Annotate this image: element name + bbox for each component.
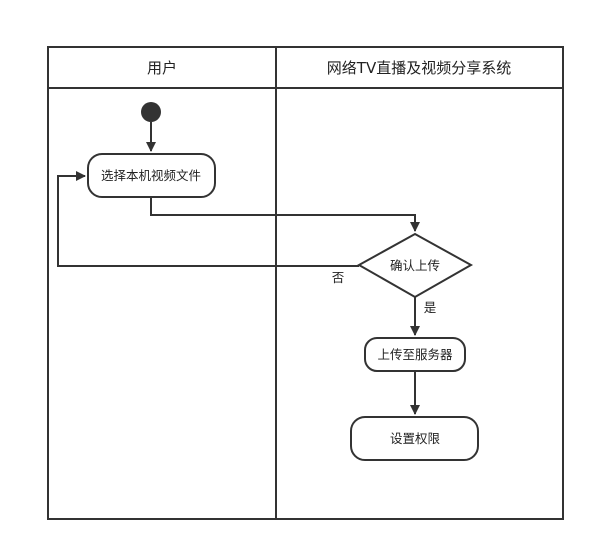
swimlane-frame	[47, 46, 564, 520]
edge-label-no: 否	[332, 270, 345, 285]
decision-confirm-upload-label: 确认上传	[390, 258, 440, 273]
lane-title-system: 网络TV直播及视频分享系统	[327, 59, 511, 77]
action-set-permission	[350, 416, 479, 461]
edge-label-yes: 是	[424, 300, 437, 315]
action-upload-server-label: 上传至服务器	[377, 347, 453, 362]
action-select-file-label: 选择本机视频文件	[101, 168, 201, 183]
action-set-permission-label: 设置权限	[390, 431, 441, 446]
edge-no-back-to-select	[57, 171, 359, 267]
edge-select-to-confirm	[150, 197, 420, 232]
lane-title-user: 用户	[147, 59, 177, 77]
start-node	[141, 102, 161, 122]
